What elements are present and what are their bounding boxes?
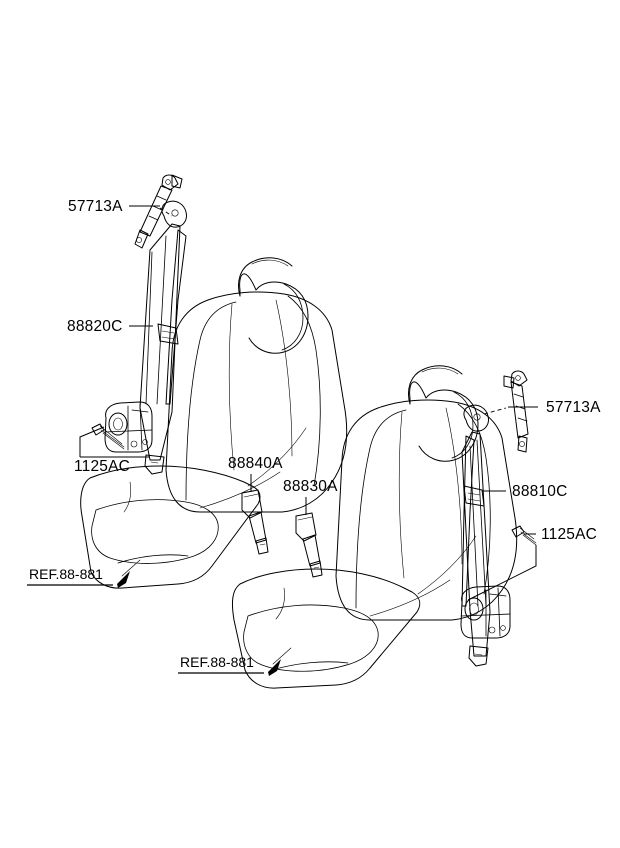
right-seat-assembly [231,365,538,689]
callout-label-57713A-right: 57713A [546,399,601,416]
callout-label-1125AC-left: 1125AC [74,458,130,475]
right-retractor-bolt-icon [511,525,537,546]
callout-label-88810C: 88810C [512,483,568,500]
right-seat-cushion [231,568,421,689]
right-seat-back [335,399,518,621]
left-retractor [104,401,153,453]
callout-label-88840A: 88840A [228,455,283,472]
right-seat-belt-webbing [461,404,491,667]
left-seat-assembly [79,174,348,589]
reference-left: REF.88-881 [27,559,141,588]
reference-label-left: REF.88-881 [29,566,103,582]
left-seat-belt-webbing [139,200,187,475]
left-buckle [241,489,269,555]
left-height-adjuster-anchor [134,174,183,249]
reference-arrow-right [268,659,281,676]
left-seat-back [165,291,348,513]
right-headrest [408,365,479,462]
reference-arrow-left [117,571,130,588]
reference-label-right: REF.88-881 [180,654,254,670]
callout-label-57713A-left: 57713A [68,198,123,215]
callout-label-88820C: 88820C [67,318,123,335]
leader-1125AC-left [79,426,105,457]
right-height-adjuster-anchor [503,370,529,453]
left-headrest [238,257,309,354]
left-seat-cushion [80,465,261,589]
callout-label-88830A: 88830A [283,478,338,495]
right-buckle [295,512,323,578]
reference-right: REF.88-881 [178,647,292,676]
right-retractor [460,585,511,639]
callout-label-1125AC-right: 1125AC [541,526,597,543]
left-retractor-bolt-icon [91,423,125,450]
